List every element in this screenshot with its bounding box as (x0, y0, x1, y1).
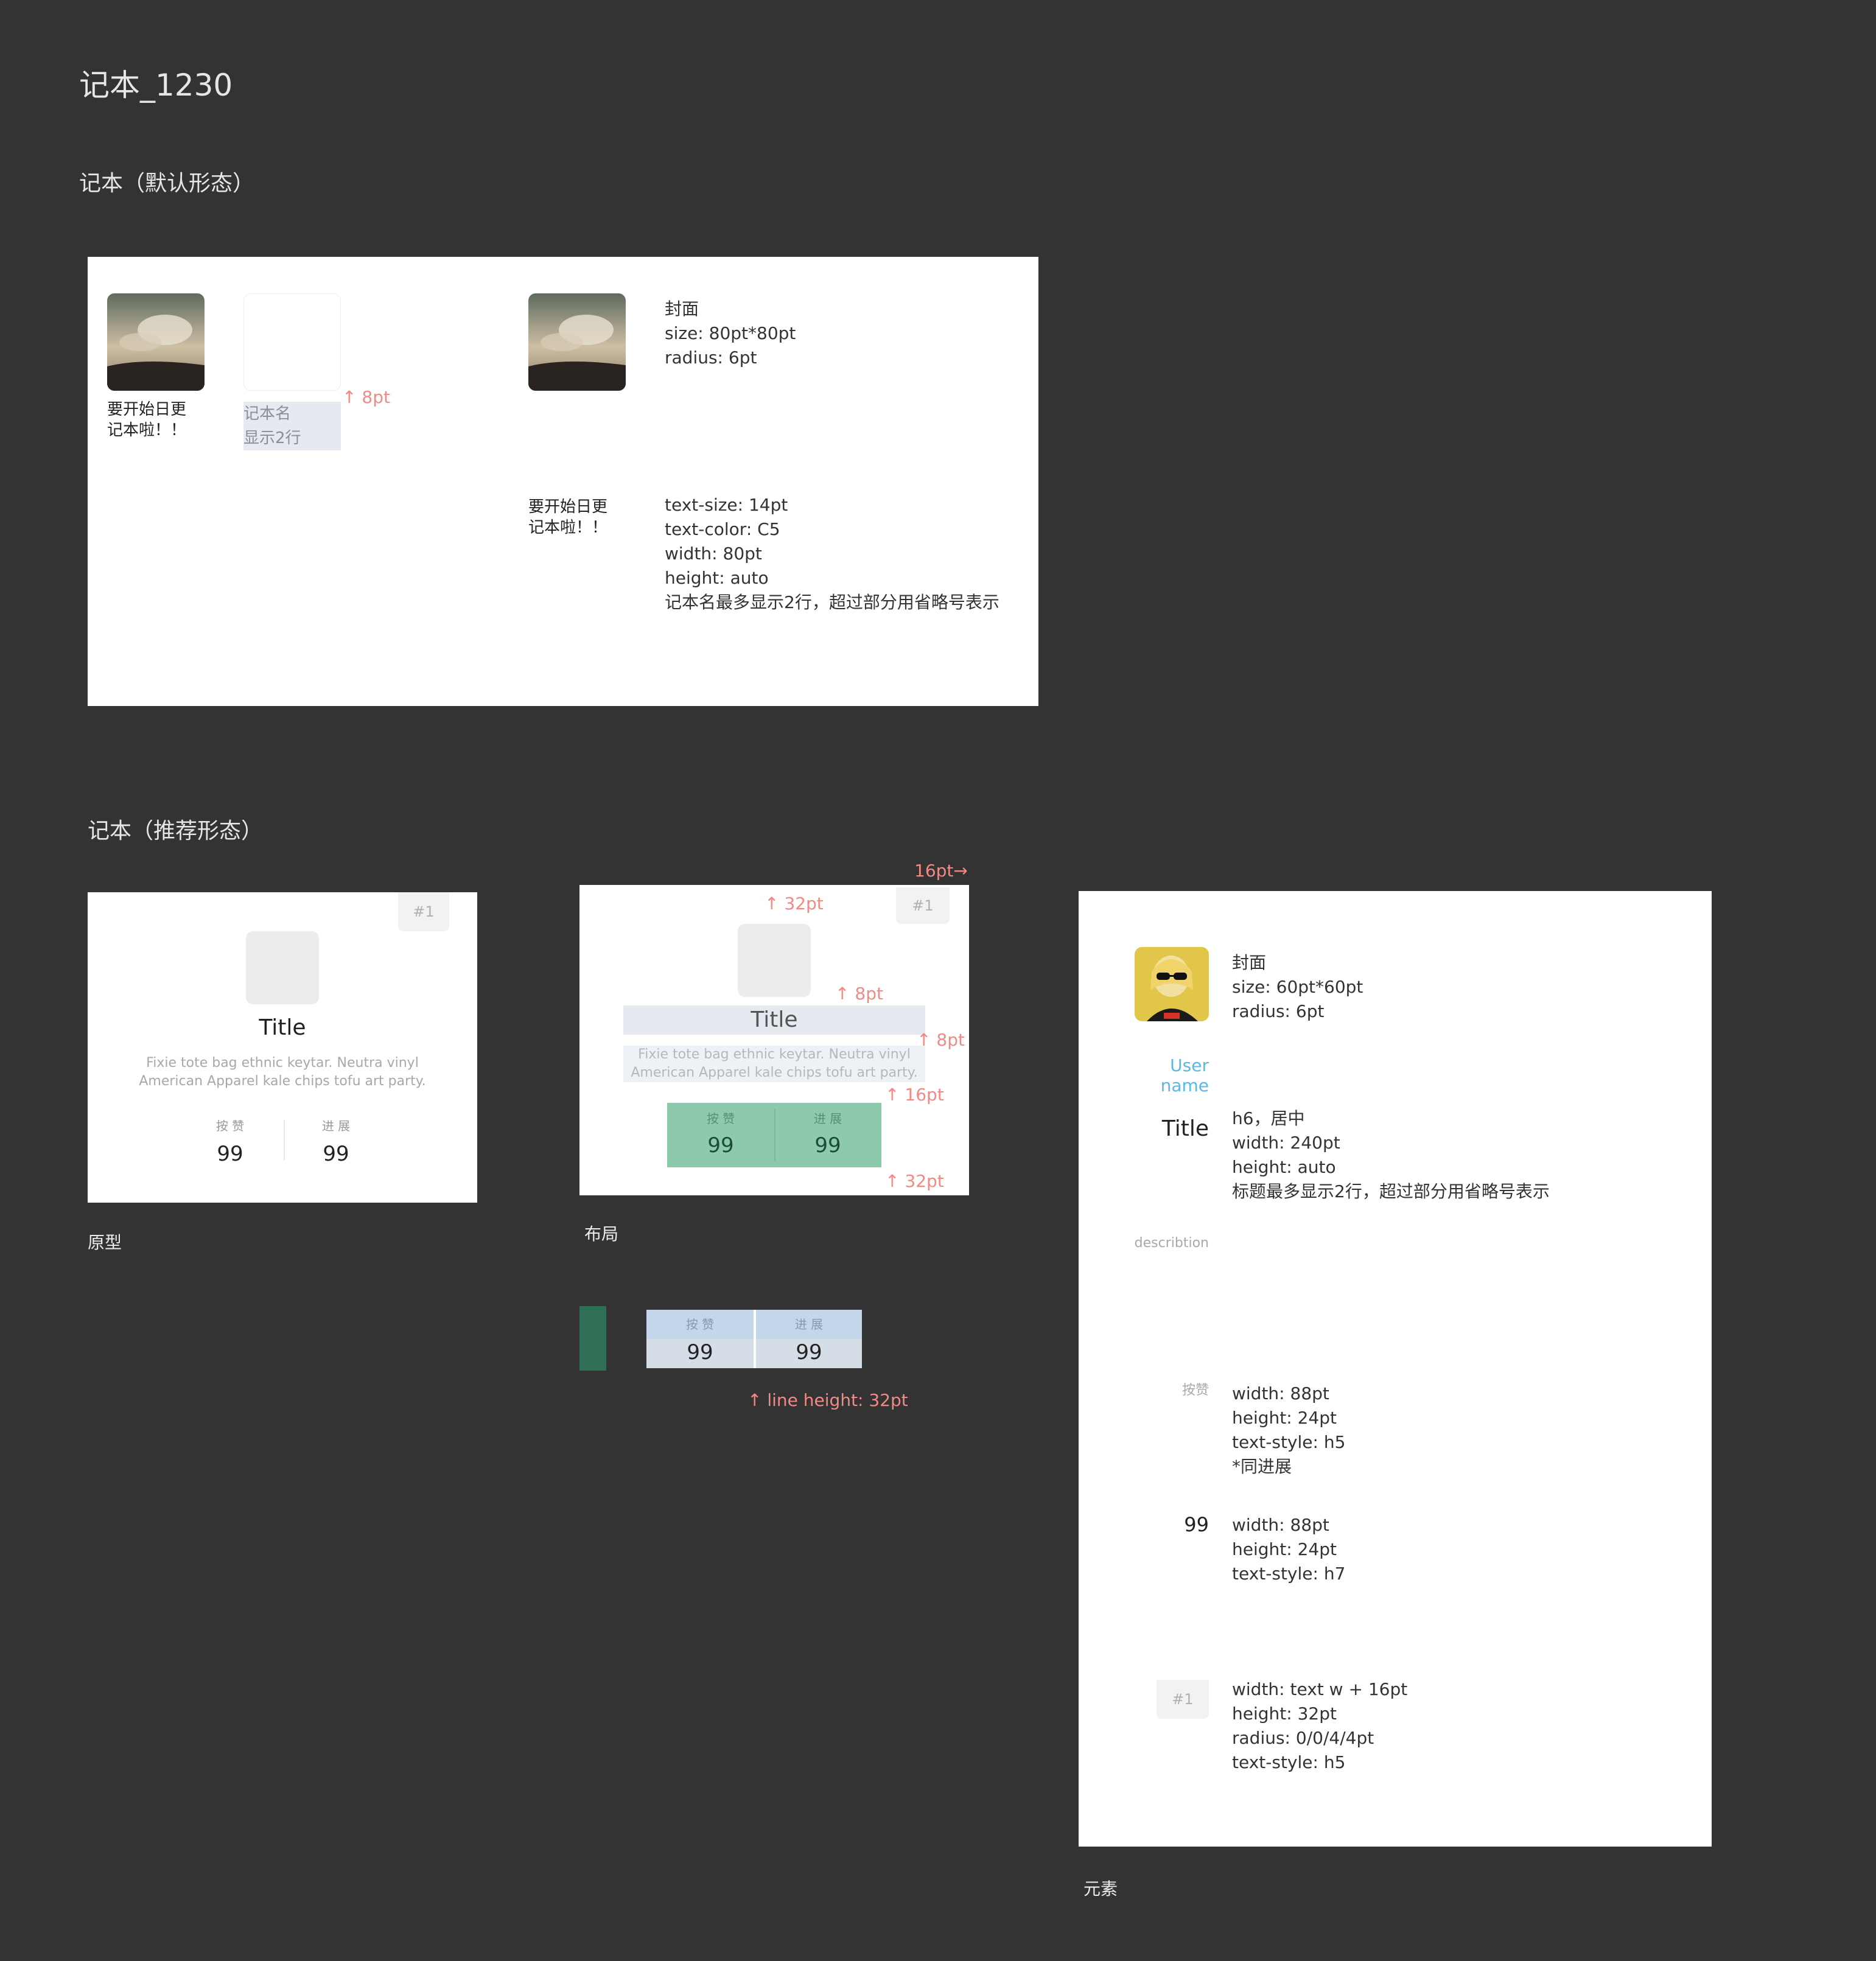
line-height-annotation: ↑ line height: 32pt (747, 1390, 908, 1410)
element-like-label: 按赞 (1181, 1383, 1209, 1398)
card-description: Fixie tote bag ethnic keytar. Neutra vin… (139, 1055, 426, 1089)
layout-rank-tag: #1 (896, 887, 950, 924)
stat-detail-like: 按 赞 99 (646, 1310, 754, 1368)
notebook-cover-image (107, 293, 205, 391)
layout-description: Fixie tote bag ethnic keytar. Neutra vin… (623, 1046, 925, 1082)
avatar-cover-image (1135, 947, 1209, 1021)
gap-8-annotation-b: ↑ 8pt (917, 1030, 965, 1050)
count-spec: width: 88pt height: 24pt text-style: h7 (1232, 1515, 1346, 1584)
section-title-recommend: 记本（推荐形态） (88, 819, 264, 844)
user-name-link[interactable]: User name (1160, 1055, 1209, 1096)
element-title: Title (1161, 1116, 1209, 1141)
stats-highlight-divider (774, 1109, 775, 1161)
card-title: Title (259, 1015, 306, 1040)
layout-caption: 布局 (584, 1224, 619, 1244)
layout-progress-value: 99 (814, 1133, 841, 1158)
layout-title: Title (623, 1005, 925, 1035)
layout-progress-label: 进 展 (813, 1111, 842, 1126)
text-spec: text-size: 14pt text-color: C5 width: 80… (665, 495, 999, 612)
name-placeholder: 记本名 显示2行 (243, 402, 341, 450)
notebook-name: 要开始日更 记本啦！！ (107, 400, 187, 439)
layout-like-label: 按 赞 (706, 1111, 735, 1126)
stat-like-label: 按 赞 (215, 1119, 245, 1133)
notebook-name-spec-sample: 要开始日更 记本啦！！ (528, 498, 608, 537)
element-count: 99 (1184, 1513, 1209, 1536)
right-padding-annotation: 16pt→ (914, 861, 968, 881)
element-description: describtion (1134, 1236, 1209, 1251)
notebook-cover-image-spec (528, 293, 626, 391)
page-title: 记本_1230 (79, 68, 233, 103)
gap-32-annotation: ↑ 32pt (765, 893, 824, 914)
title-spec: h6，居中 width: 240pt height: auto 标题最多显示2行… (1232, 1108, 1550, 1201)
stat-like-value: 99 (217, 1142, 243, 1166)
gap-8-annotation-a: ↑ 8pt (835, 984, 883, 1004)
stat-progress-value: 99 (323, 1142, 349, 1166)
stat-detail-progress: 进 展 99 (756, 1310, 862, 1368)
gap-16-annotation: ↑ 16pt (885, 1085, 944, 1105)
elements-caption: 元素 (1083, 1879, 1118, 1899)
green-swatch (579, 1306, 606, 1371)
cover-placeholder (243, 293, 341, 391)
layout-like-value: 99 (707, 1133, 734, 1158)
prototype-caption: 原型 (88, 1232, 122, 1253)
detail-like-label: 按 赞 (685, 1317, 715, 1332)
like-spec: width: 88pt height: 24pt text-style: h5 … (1232, 1383, 1346, 1477)
detail-progress-value: 99 (796, 1340, 822, 1365)
layout-cover-placeholder (738, 924, 811, 997)
detail-progress-label: 进 展 (794, 1317, 824, 1332)
stat-divider (284, 1120, 285, 1160)
element-rank-tag: #1 (1157, 1680, 1209, 1719)
cover-placeholder (246, 931, 319, 1004)
gap-annotation: ↑ 8pt (342, 387, 390, 407)
rank-tag: #1 (398, 892, 449, 931)
stat-progress-label: 进 展 (321, 1119, 351, 1133)
cover-spec: 封面 size: 80pt*80pt radius: 6pt (665, 299, 796, 368)
detail-like-value: 99 (687, 1340, 713, 1365)
avatar-spec: 封面 size: 60pt*60pt radius: 6pt (1232, 953, 1363, 1021)
tag-spec: width: text w + 16pt height: 32pt radius… (1232, 1679, 1408, 1772)
gap-32-bottom-annotation: ↑ 32pt (885, 1171, 944, 1191)
section-title-default: 记本（默认形态） (79, 171, 255, 196)
stat-detail-divider (754, 1310, 756, 1368)
